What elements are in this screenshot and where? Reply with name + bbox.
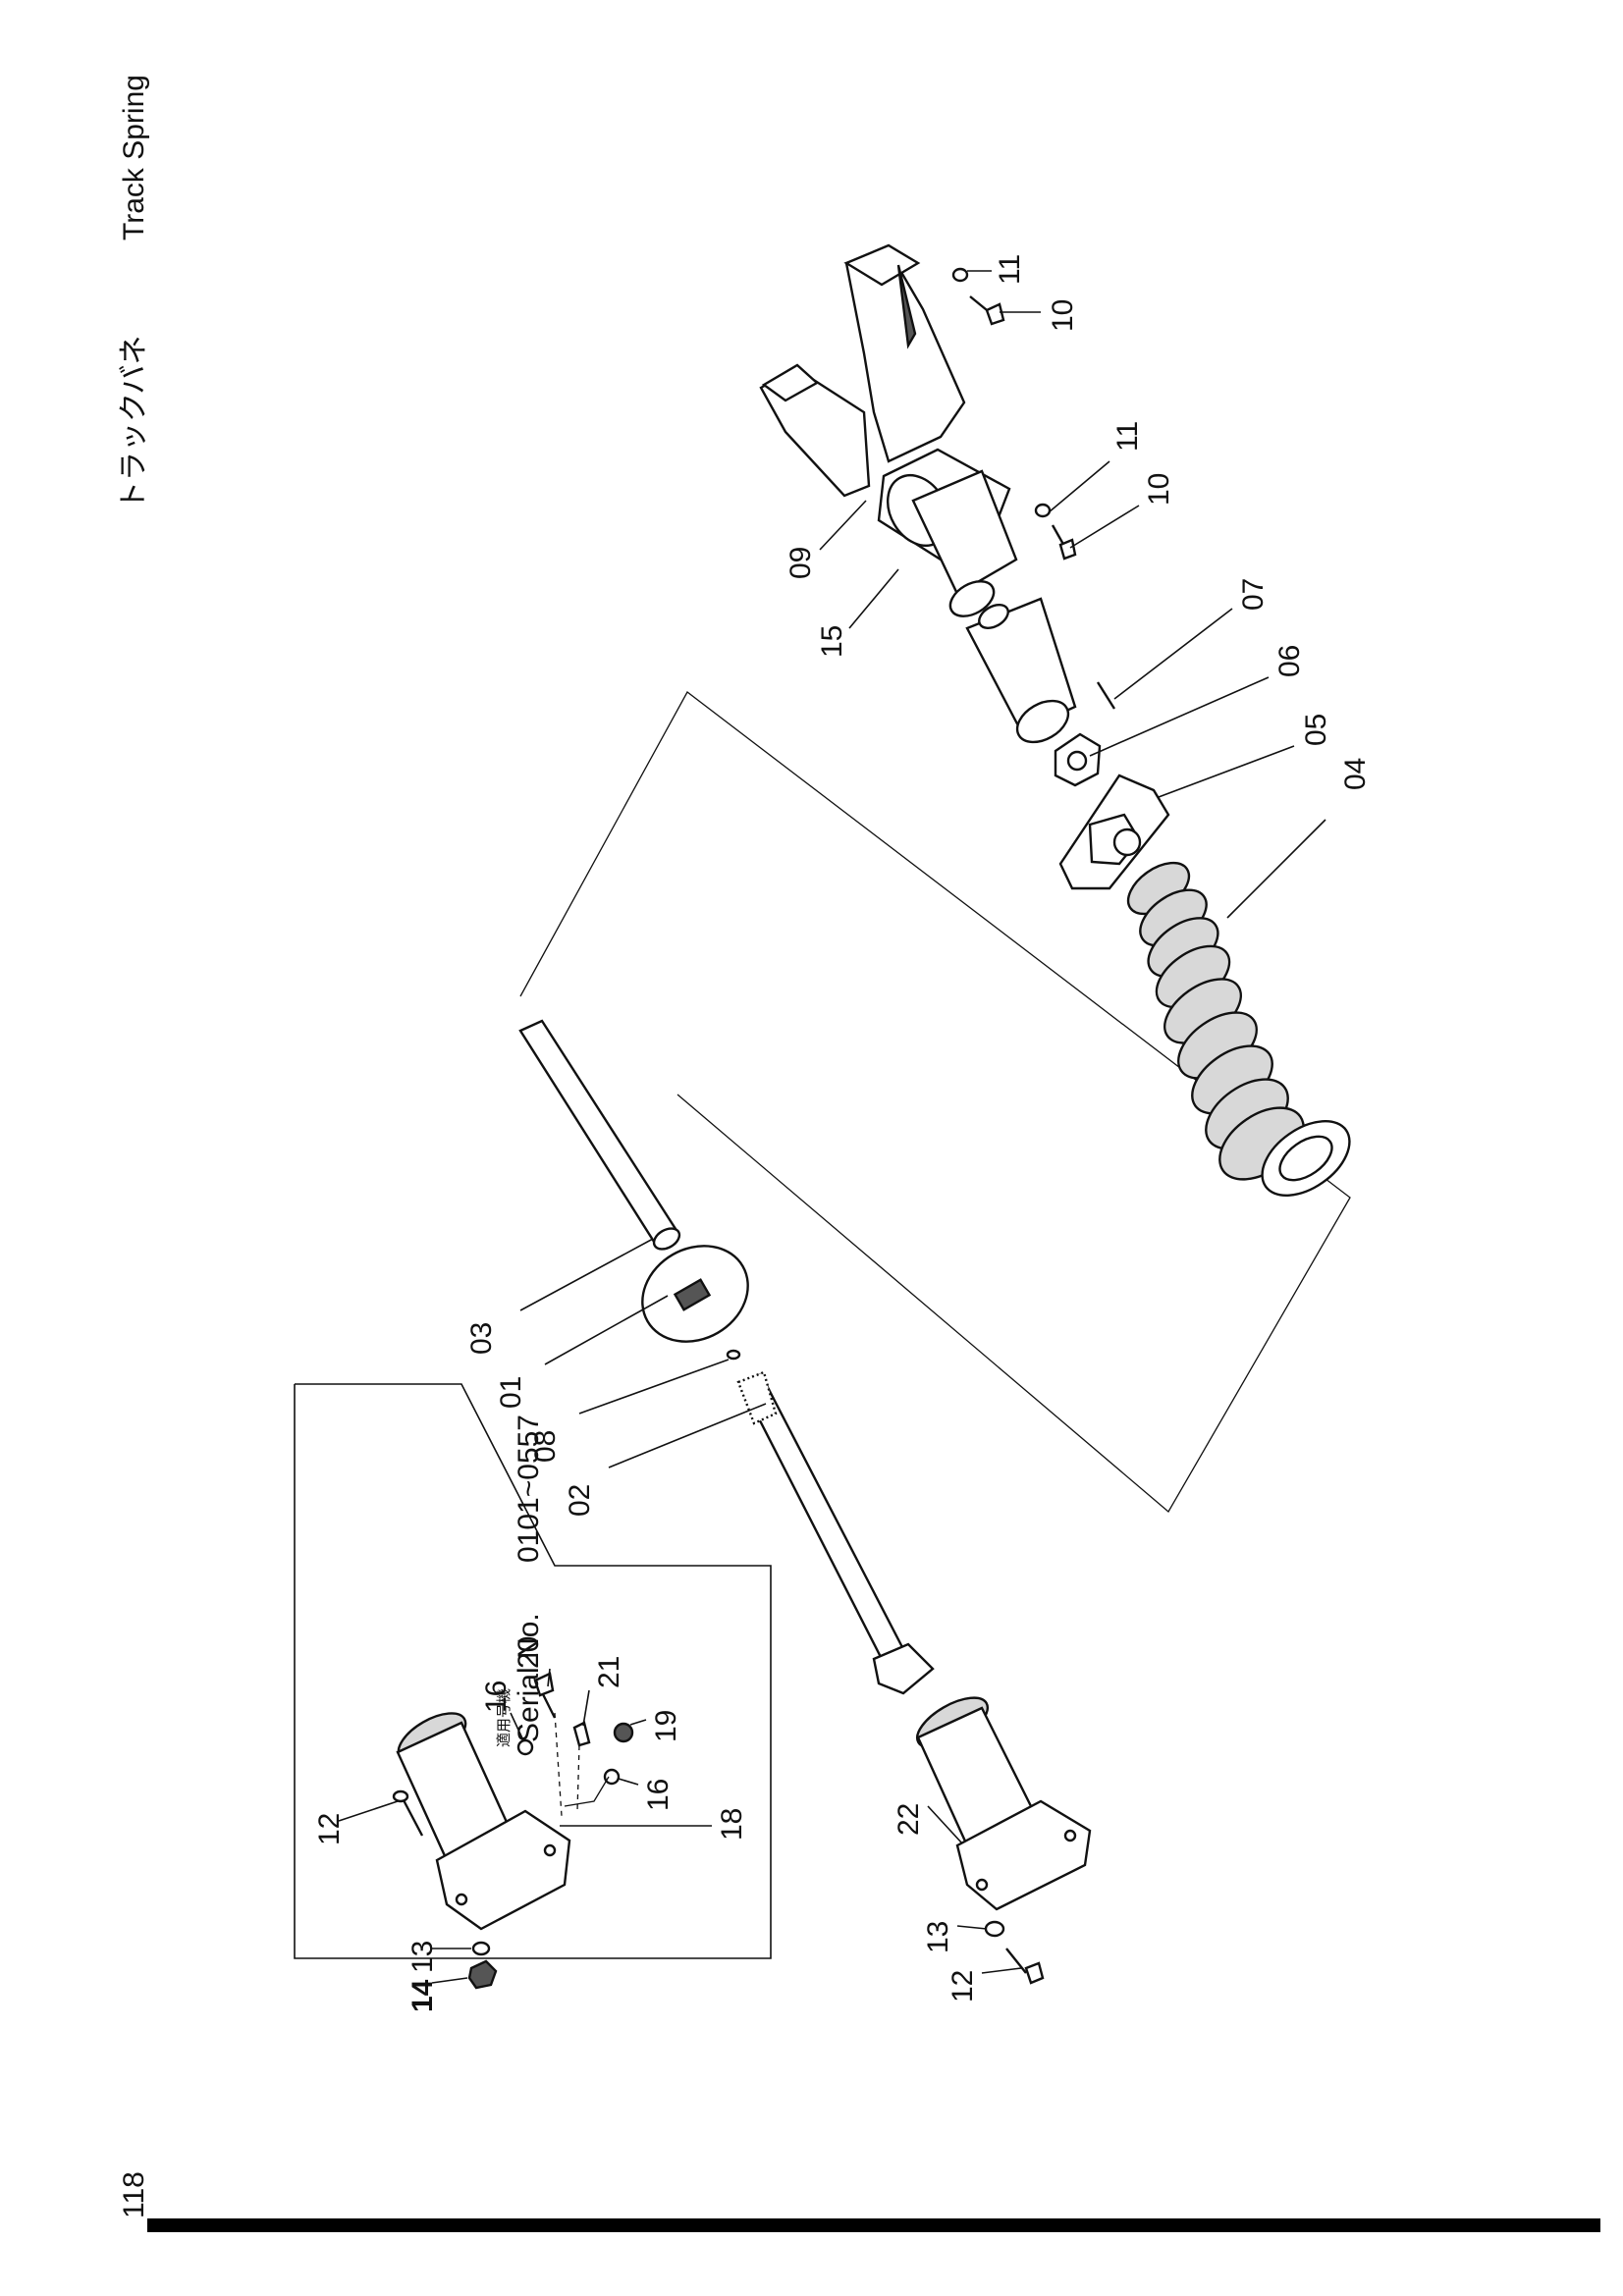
washer-part-11-upper [951, 267, 969, 283]
callout-14: 14 [406, 1979, 439, 2012]
callout-06: 06 [1273, 645, 1306, 677]
callout-07: 07 [1237, 578, 1270, 611]
callout-20: 20 [513, 1636, 545, 1669]
callout-21: 21 [593, 1656, 625, 1688]
inset-bolt-part-20 [533, 1672, 557, 1719]
inset-nut-part-14 [467, 1959, 498, 1990]
callout-15: 15 [816, 625, 848, 658]
inset-bolt-part-12 [392, 1789, 424, 1837]
bolt-part-10-upper [969, 295, 1005, 326]
callout-05: 05 [1300, 714, 1332, 746]
spring-part-04 [1126, 861, 1351, 1197]
callout-19: 19 [650, 1710, 682, 1742]
inset-plug-part-21 [572, 1721, 591, 1747]
callout-03: 03 [465, 1322, 498, 1355]
bolt-part-12-main [1005, 1948, 1045, 1985]
rod-part-02 [736, 1370, 935, 1695]
washer-part-01 [641, 1245, 749, 1343]
bracket-part-09 [759, 243, 966, 498]
inset-serial-label: Serial No. [513, 1613, 545, 1742]
callout-18: 18 [716, 1808, 748, 1841]
callout-12-main: 12 [947, 1970, 979, 2002]
callout-11-upper: 11 [994, 254, 1026, 285]
pin-part-08 [726, 1349, 741, 1361]
footer-rule [147, 2218, 1600, 2232]
callout-04: 04 [1339, 758, 1372, 790]
callout-02: 02 [564, 1484, 596, 1517]
callout-13-inset: 13 [406, 1941, 439, 1973]
tube-part-03 [518, 1019, 681, 1251]
callout-08: 08 [529, 1430, 562, 1463]
inset-box [294, 1383, 772, 1959]
callout-10-lower: 10 [1143, 473, 1175, 506]
inset-washer-part-16-b [603, 1768, 621, 1786]
callout-22: 22 [893, 1803, 925, 1836]
connector-03-04 [519, 691, 1351, 1513]
yoke-part-15 [877, 448, 1077, 744]
inset-washer-part-13 [471, 1941, 491, 1956]
washer-part-13-main [984, 1920, 1005, 1938]
bolt-part-10-lower [1051, 524, 1077, 561]
title-japanese: トラックバネ [118, 336, 150, 511]
cylinder-part-22 [916, 1696, 1092, 1911]
page-number: 118 [118, 2171, 150, 2218]
callout-12-inset: 12 [313, 1813, 346, 1845]
callout-09: 09 [784, 547, 817, 579]
inset-cylinder-part-18 [396, 1712, 571, 1931]
callout-16-b: 16 [642, 1779, 675, 1811]
nut-part-06 [1054, 732, 1102, 787]
callout-01: 01 [495, 1376, 527, 1409]
callout-16-a: 16 [480, 1681, 513, 1713]
pin-part-07 [1096, 681, 1116, 710]
plate-part-05 [1058, 774, 1170, 890]
callout-13-main: 13 [922, 1921, 954, 1953]
inset-fitting-part-19 [613, 1722, 634, 1743]
callout-11-lower: 11 [1111, 421, 1144, 452]
callout-10-upper: 10 [1047, 299, 1079, 332]
callout-labels: 09 15 11 10 11 10 07 06 05 04 03 01 08 0… [313, 254, 1372, 2012]
leader-lines [338, 270, 1326, 1984]
inset-label-japanese: 適用号機 [495, 1688, 513, 1747]
inset-washer-part-16-a [516, 1738, 534, 1756]
title-english: Track Spring [118, 75, 150, 240]
washer-part-11-lower [1034, 503, 1052, 518]
inset-serial-range: 0101~0557 [513, 1415, 545, 1563]
